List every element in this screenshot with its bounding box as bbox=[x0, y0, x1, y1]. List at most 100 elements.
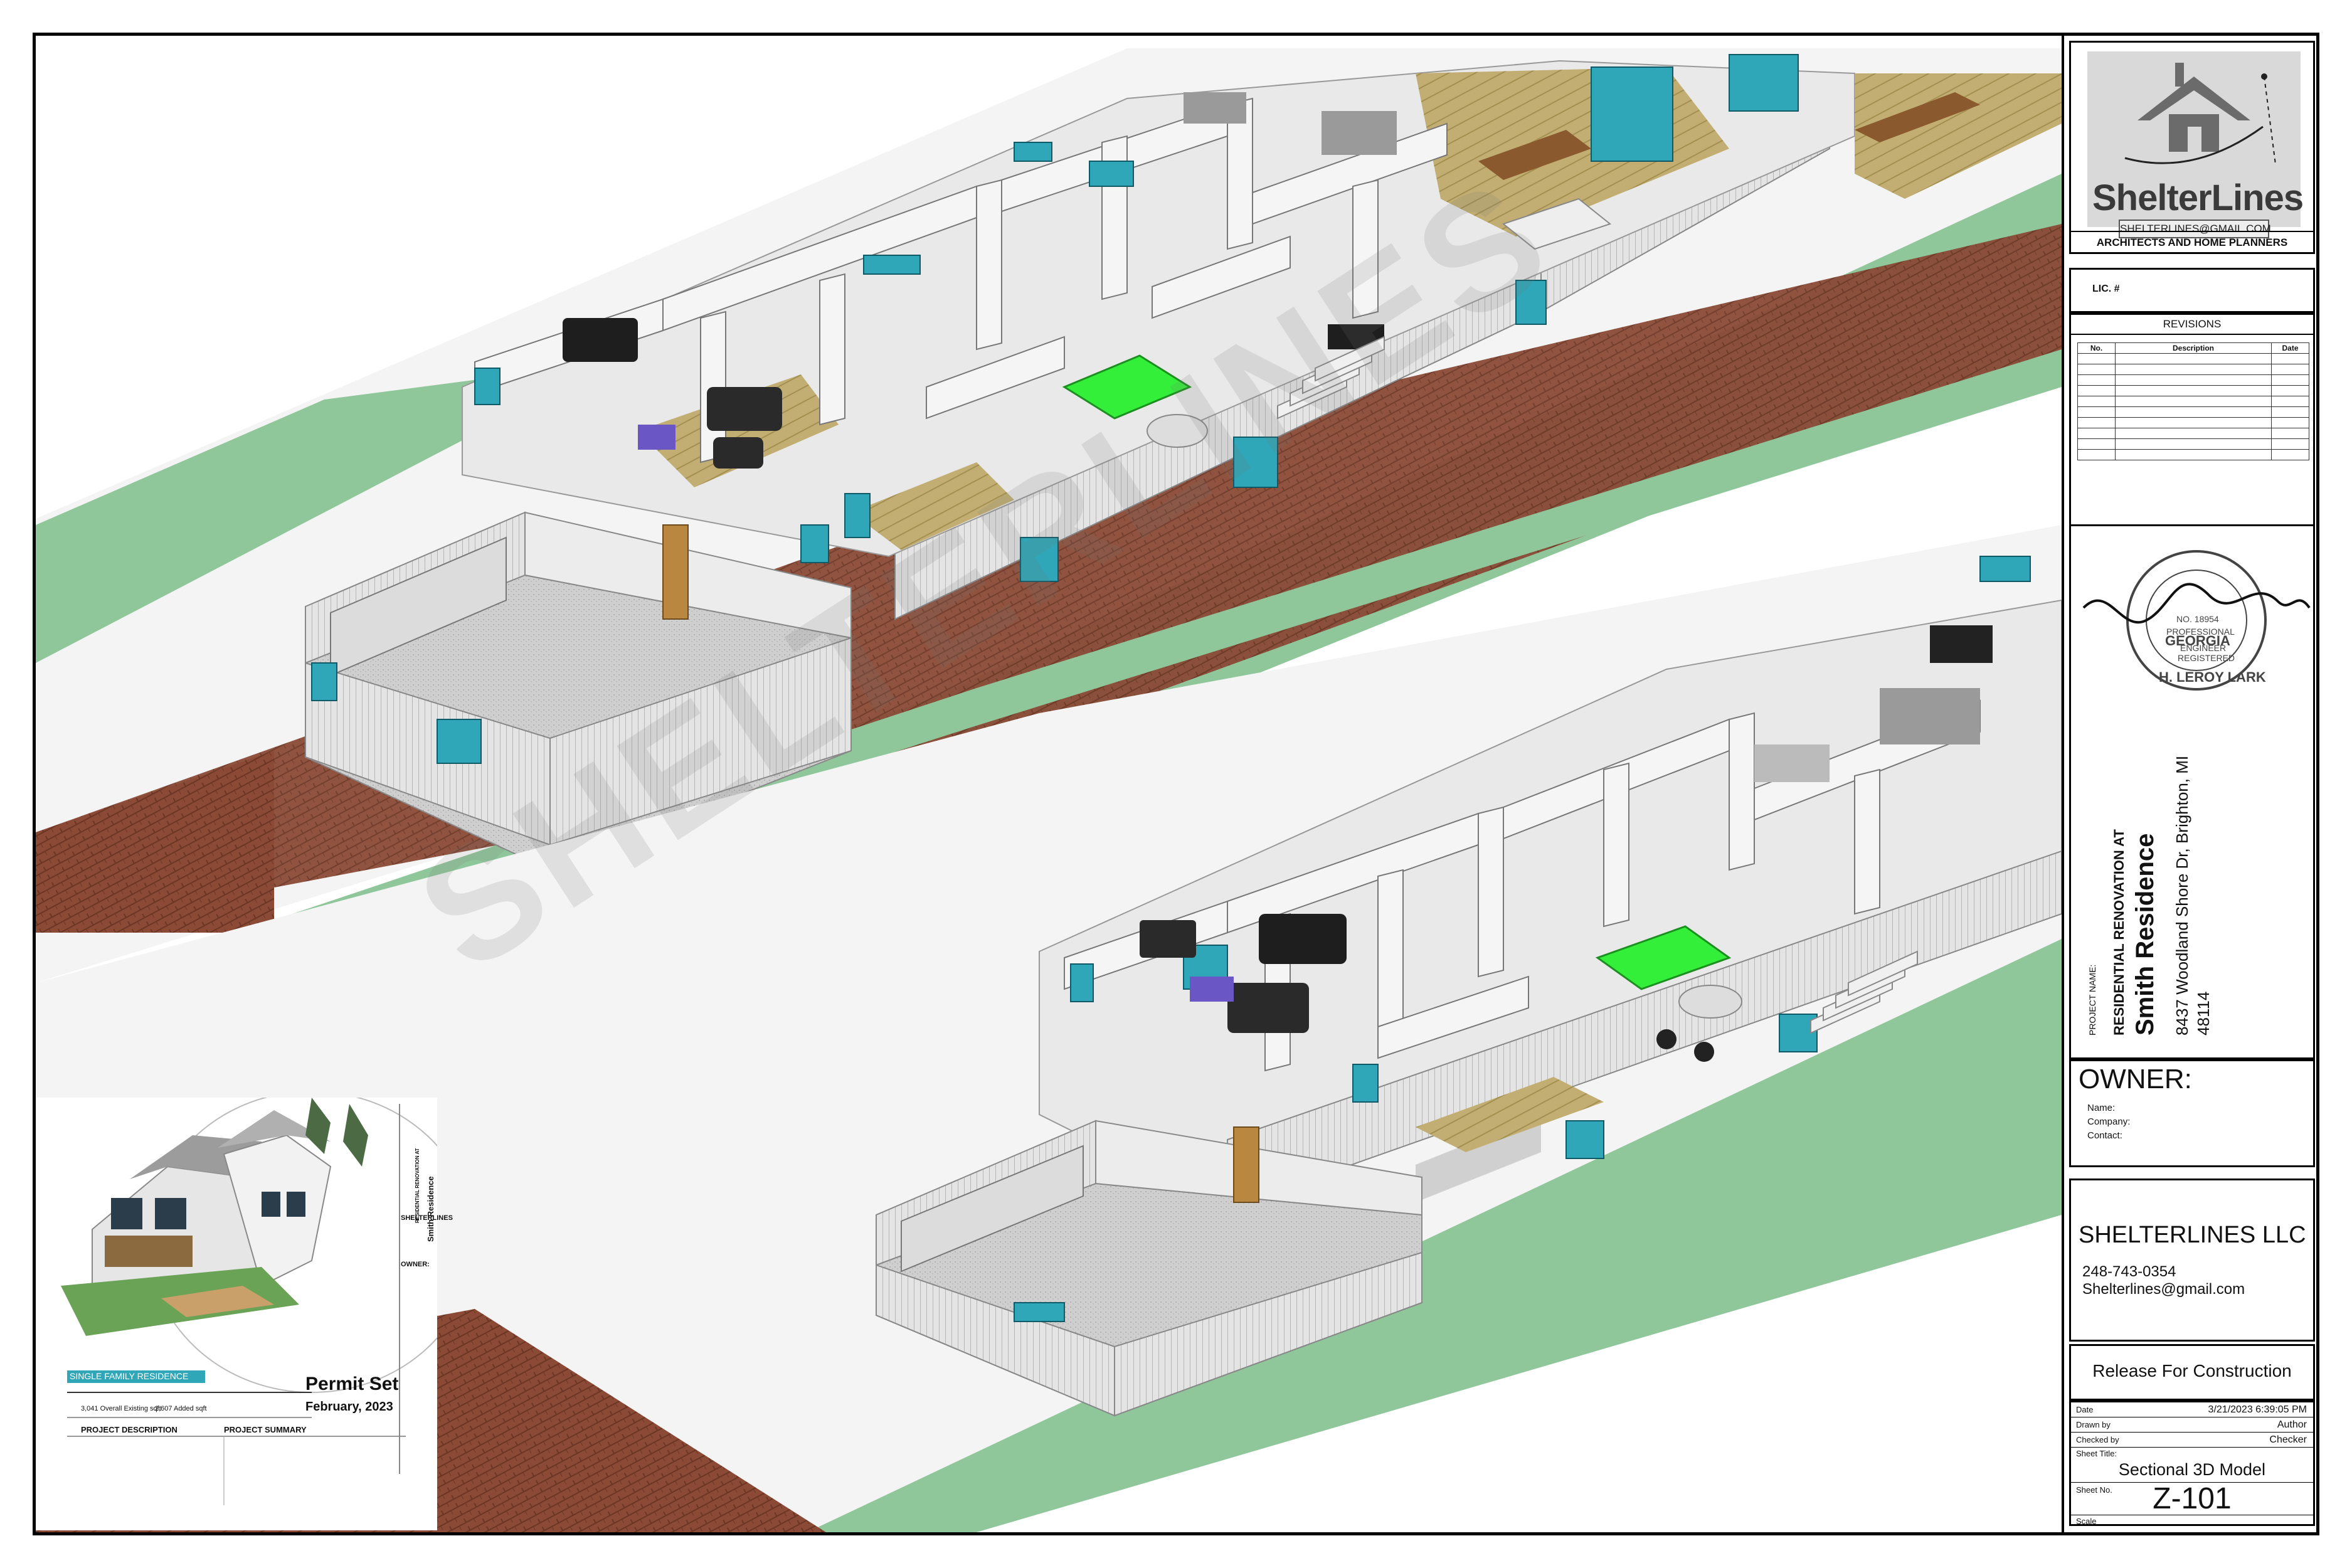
revision-cell bbox=[2115, 385, 2272, 396]
revision-cell bbox=[2115, 417, 2272, 428]
sheet-info-panel: Date 3/21/2023 6:39:05 PM Drawn by Autho… bbox=[2069, 1401, 2315, 1526]
owner-company-label: Company: bbox=[2087, 1116, 2131, 1127]
project-address: 8437 Woodland Shore Dr, Brighton, MI bbox=[2173, 755, 2191, 1036]
revision-cell bbox=[2271, 428, 2309, 439]
house-logo-icon bbox=[2124, 63, 2276, 165]
drawn-value: Author bbox=[2277, 1419, 2307, 1430]
revision-row bbox=[2077, 417, 2309, 428]
revision-cell bbox=[2077, 364, 2116, 375]
revision-cell bbox=[2271, 406, 2309, 418]
seal-line2: NO. 18954 bbox=[2176, 614, 2219, 624]
seal-line4: ENGINEER bbox=[2180, 643, 2227, 653]
revision-cell bbox=[2115, 428, 2272, 439]
upper-section-model bbox=[36, 48, 2062, 983]
pool-table-lower bbox=[1595, 925, 1732, 990]
sheet-frame bbox=[33, 33, 2319, 1535]
title-block: ShelterLines SHELTERLINES@GMAIL.COM ARCH… bbox=[2062, 36, 2316, 1532]
date-value: 3/21/2023 6:39:05 PM bbox=[2208, 1404, 2307, 1415]
thumb-added-area: 2,607 Added sqft bbox=[155, 1405, 207, 1412]
project-title: Smith Residence bbox=[2131, 833, 2159, 1036]
scale-label: Scale bbox=[2076, 1517, 2097, 1526]
revision-cell bbox=[2271, 449, 2309, 460]
logo-panel: ShelterLines SHELTERLINES@GMAIL.COM ARCH… bbox=[2069, 41, 2315, 254]
revision-cell bbox=[2115, 396, 2272, 407]
thumb-section2: PROJECT SUMMARY bbox=[224, 1425, 307, 1434]
thumb-section1: PROJECT DESCRIPTION bbox=[81, 1425, 177, 1434]
revision-cell bbox=[2077, 417, 2116, 428]
checked-label: Checked by bbox=[2076, 1435, 2119, 1444]
revision-cell bbox=[2271, 396, 2309, 407]
revision-row bbox=[2077, 396, 2309, 407]
company-name: SHELTERLINES LLC bbox=[2079, 1222, 2306, 1248]
revision-cell bbox=[2271, 438, 2309, 450]
revisions-panel: REVISIONS No. Description Date bbox=[2069, 313, 2315, 526]
revision-row bbox=[2077, 374, 2309, 386]
thumb-owner: OWNER: bbox=[401, 1261, 430, 1268]
thumb-project-title: Smith Residence bbox=[426, 1176, 435, 1242]
logo-tagline: ARCHITECTS AND HOME PLANNERS bbox=[2071, 231, 2313, 253]
company-logo: ShelterLines SHELTERLINES@GMAIL.COM bbox=[2087, 51, 2304, 238]
revision-cell bbox=[2077, 374, 2116, 386]
revision-cell bbox=[2115, 353, 2272, 364]
release-status: Release For Construction bbox=[2092, 1361, 2292, 1380]
revision-cell bbox=[2077, 438, 2116, 450]
revision-row bbox=[2077, 428, 2309, 439]
info-row-checked: Checked by Checker bbox=[2071, 1433, 2313, 1448]
revision-row bbox=[2077, 353, 2309, 364]
thumb-banner: SINGLE FAMILY RESIDENCE bbox=[70, 1371, 189, 1381]
owner-panel: OWNER: Name: Company: Contact: bbox=[2069, 1059, 2315, 1167]
owner-title: OWNER: bbox=[2079, 1064, 2192, 1094]
license-label: LIC. # bbox=[2092, 283, 2120, 294]
revision-cell bbox=[2077, 385, 2116, 396]
garage-lower bbox=[876, 1120, 1422, 1417]
garage-upper bbox=[305, 511, 852, 871]
revision-cell bbox=[2077, 428, 2116, 439]
thumb-existing-area: 3,041 Overall Existing sqft bbox=[81, 1405, 161, 1412]
sectional-3d-model bbox=[36, 48, 2062, 1532]
revision-row bbox=[2077, 449, 2309, 460]
drawn-label: Drawn by bbox=[2076, 1420, 2111, 1429]
info-row-drawn: Drawn by Author bbox=[2071, 1417, 2313, 1433]
revision-row bbox=[2077, 364, 2309, 375]
sheet-number-value: Z-101 bbox=[2153, 1482, 2232, 1515]
revision-cell bbox=[2077, 396, 2116, 407]
sheet-number-label: Sheet No. bbox=[2076, 1485, 2112, 1495]
project-subtitle: RESIDENTIAL RENOVATION AT bbox=[2111, 829, 2127, 1036]
revisions-table: No. Description Date bbox=[2077, 342, 2309, 460]
info-row-number: Sheet No. Z-101 bbox=[2071, 1482, 2313, 1515]
revision-cell bbox=[2077, 449, 2116, 460]
seal-line3: PROFESSIONAL bbox=[2166, 627, 2235, 637]
revision-row bbox=[2077, 406, 2309, 418]
release-panel: Release For Construction bbox=[2069, 1344, 2315, 1401]
thumb-company: SHELTERLINES bbox=[401, 1214, 453, 1222]
thumb-project-sub: RESIDENTIAL RENOVATION AT bbox=[415, 1148, 420, 1223]
info-row-title: Sheet Title: Sectional 3D Model bbox=[2071, 1448, 2313, 1483]
revisions-title: REVISIONS bbox=[2071, 315, 2313, 335]
thumb-permit: Permit Set bbox=[305, 1374, 399, 1394]
date-label: Date bbox=[2076, 1405, 2094, 1414]
revision-cell bbox=[2271, 374, 2309, 386]
engineer-seal bbox=[2082, 550, 2311, 691]
project-name-label: PROJECT NAME: bbox=[2087, 964, 2097, 1036]
revision-cell bbox=[2115, 364, 2272, 375]
company-phone: 248-743-0354 bbox=[2082, 1263, 2176, 1280]
revision-cell bbox=[2271, 385, 2309, 396]
seal-name: H. LEROY LARK bbox=[2159, 669, 2266, 685]
info-row-scale: Scale bbox=[2071, 1515, 2313, 1527]
company-email: Shelterlines@gmail.com bbox=[2082, 1281, 2245, 1298]
sheet-title-value: Sectional 3D Model bbox=[2118, 1460, 2266, 1479]
signature-mark bbox=[2082, 583, 2311, 624]
revision-cell bbox=[2077, 353, 2116, 364]
revision-cell bbox=[2077, 406, 2116, 418]
rev-col-no: No. bbox=[2077, 342, 2116, 354]
drawing-area: SHELTERLINES bbox=[36, 36, 2062, 1532]
revision-cell bbox=[2271, 364, 2309, 375]
logo-name: ShelterLines bbox=[2092, 177, 2304, 218]
owner-name-label: Name: bbox=[2087, 1103, 2116, 1113]
company-panel: SHELTERLINES LLC 248-743-0354 Shelterlin… bbox=[2069, 1179, 2315, 1342]
furniture-lower bbox=[1140, 625, 1993, 1062]
furniture-upper bbox=[563, 92, 1980, 469]
thumbnail-graphic bbox=[36, 1091, 475, 1530]
revision-cell bbox=[2271, 353, 2309, 364]
revision-cell bbox=[2115, 374, 2272, 386]
